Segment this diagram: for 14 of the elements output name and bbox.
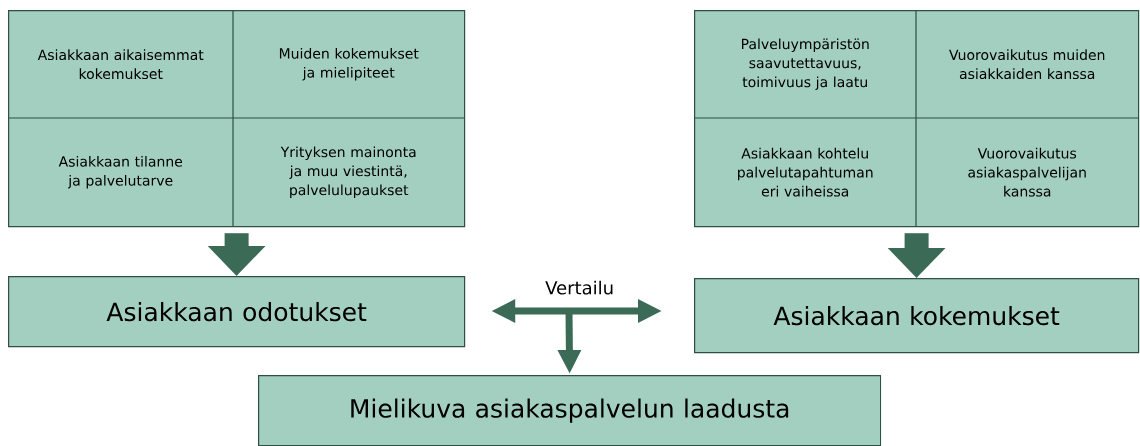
text-cell: Yrityksen mainonta ja muu viestintä, palvelulupaukset — [280, 146, 416, 198]
text-cell: Asiakkaan aikaisemmat kokemukset — [37, 49, 204, 80]
concept-box: Mielikuva asiakaspalvelun laadusta — [258, 375, 882, 446]
text-cell: Muiden kokemukset ja mielipiteet — [279, 47, 419, 81]
text-cell: Asiakkaan kohtelu palvelutapahtuman eri vaiheissa — [738, 147, 873, 197]
grid-frame — [7, 9, 466, 228]
text-cell: Vuorovaikutus muiden asiakkaiden kanssa — [949, 49, 1105, 80]
edge-label: Vertailu — [544, 279, 616, 296]
text-cell: Asiakkaan tilanne ja palvelutarve — [58, 155, 183, 189]
grid-frame — [693, 9, 1140, 228]
concept-box: Asiakkaan odotukset — [8, 276, 466, 348]
text-cell: Palveluympäristön saavutettavuus, toimivuus ja laatu — [742, 38, 869, 90]
concept-box: Asiakkaan kokemukset — [694, 278, 1140, 354]
text-cell: Vuorovaikutus asiakaspalvelijan kanssa — [968, 147, 1086, 197]
